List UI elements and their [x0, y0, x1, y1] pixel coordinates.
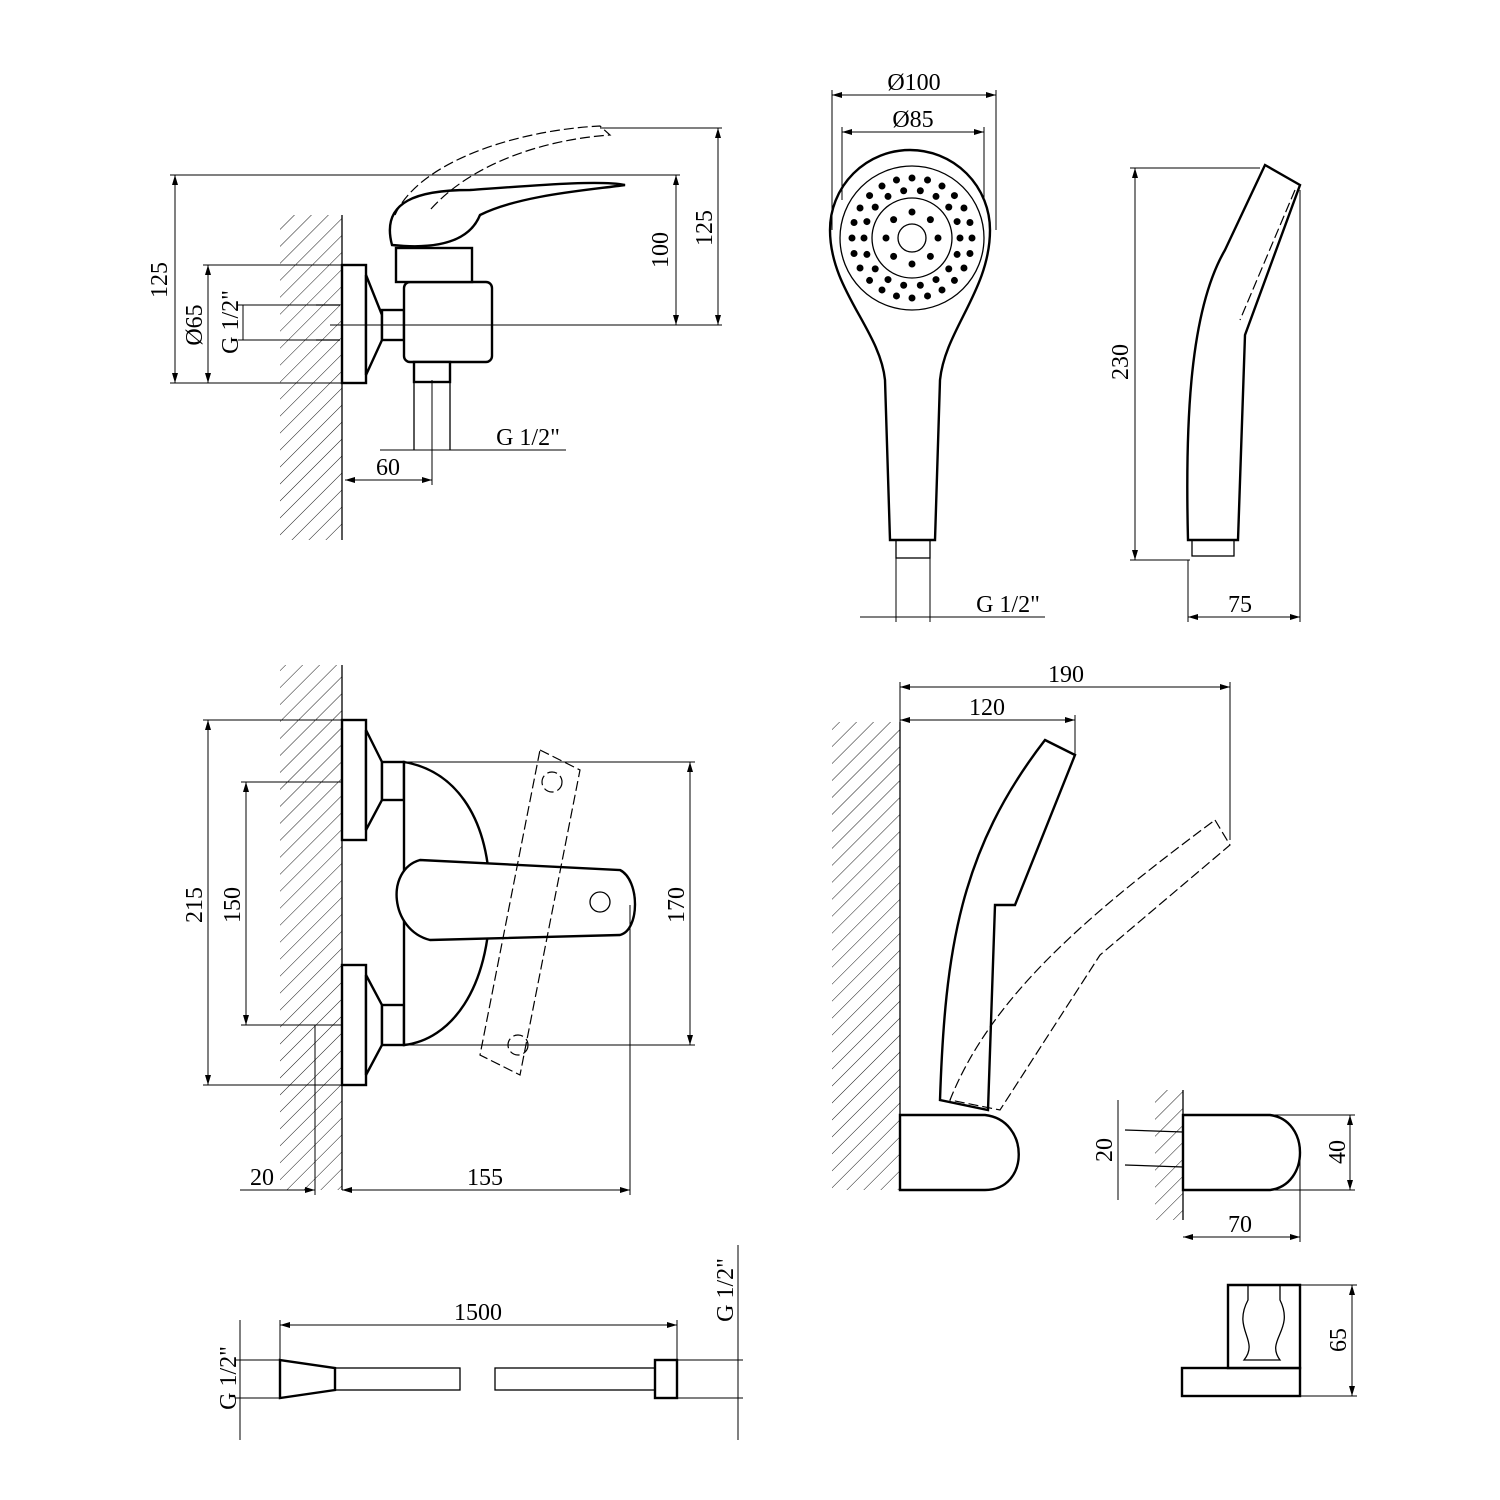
nozzle-dot	[908, 294, 916, 302]
nozzle-dot	[850, 250, 858, 258]
flange	[340, 263, 368, 385]
dim-holder-height: 40	[1325, 1140, 1351, 1164]
nozzle-dot	[856, 264, 864, 272]
dim-height-total: 125	[147, 262, 173, 298]
dim-head-thread: G 1/2"	[976, 592, 1040, 618]
nozzle-dot	[892, 292, 900, 300]
wall-holder-side-view: 20 40 70	[1092, 1090, 1355, 1242]
dim-holder-front-height: 65	[1326, 1328, 1352, 1352]
nozzle-dot	[890, 216, 898, 224]
nozzle-dot	[900, 187, 908, 195]
dim-hose-length: 1500	[454, 1300, 502, 1326]
nozzle-dot	[871, 265, 879, 273]
nozzle-dot	[932, 192, 940, 200]
nozzle-dot	[856, 204, 864, 212]
dim-head-depth: 75	[1228, 592, 1252, 618]
nozzle-dot	[860, 234, 868, 242]
wall-hatch	[280, 215, 342, 540]
nozzle-dot	[953, 250, 961, 258]
nozzle-dot	[866, 192, 874, 200]
dim-outlet-thread: G 1/2"	[496, 425, 560, 451]
holder-assembly-view: 190 120	[832, 662, 1231, 1192]
faucet-body	[402, 280, 494, 364]
nozzle-dot	[950, 192, 958, 200]
nozzle-dot	[938, 286, 946, 294]
nozzle-dot	[866, 276, 874, 284]
nozzle-dot	[916, 187, 924, 195]
nozzle-dot	[878, 182, 886, 190]
faucet-front-view: 215 150 170 20 155	[182, 665, 695, 1195]
dim-inlet-thread: G 1/2"	[218, 290, 244, 354]
dim-reach-holder: 120	[969, 695, 1005, 721]
dim-flange-diameter: Ø65	[182, 304, 208, 345]
dim-handle-height: 125	[692, 210, 718, 246]
nozzle-dot	[863, 218, 871, 226]
nozzle-dot	[908, 260, 916, 268]
nozzle-dot	[908, 208, 916, 216]
nozzle-dot	[882, 234, 890, 242]
nozzle-dot	[924, 176, 932, 184]
faucet-side-view: 125 Ø65 G 1/2" 100 125 G 1/2" 60	[147, 125, 722, 540]
nozzle-dot	[966, 250, 974, 258]
lever-handle	[395, 858, 637, 942]
nozzle-dot	[884, 276, 892, 284]
dim-holder-depth: 70	[1228, 1212, 1252, 1238]
dim-front-height: 215	[182, 887, 208, 923]
nozzle-dot	[916, 281, 924, 289]
nozzle-dot	[871, 203, 879, 211]
nozzle-dot	[863, 250, 871, 258]
nozzle-dot	[953, 218, 961, 226]
nozzle-dot	[848, 234, 856, 242]
shower-hose: 1500 G 1/2" G 1/2"	[216, 1245, 743, 1440]
dim-eccentric-offset: 20	[250, 1165, 274, 1191]
dim-projection: 155	[467, 1165, 503, 1191]
dim-head-length: 230	[1108, 344, 1134, 380]
dim-wall-offset: 60	[376, 455, 400, 481]
holder-base	[898, 1113, 1020, 1192]
nozzle-dot	[956, 234, 964, 242]
dim-inner-diameter: Ø85	[892, 107, 933, 133]
nozzle-dot	[950, 276, 958, 284]
nozzle-dot	[884, 192, 892, 200]
dim-spout-height: 100	[648, 232, 674, 268]
dim-screw-spacing: 20	[1092, 1138, 1118, 1162]
nozzle-dot	[966, 218, 974, 226]
nozzle-dot	[968, 234, 976, 242]
lever-handle	[388, 181, 626, 248]
shower-head	[938, 738, 1077, 1112]
nozzle-dot	[926, 216, 934, 224]
shower-head-side-view: 230 75	[1108, 163, 1302, 622]
nozzle-dot	[878, 286, 886, 294]
nozzle-dot	[850, 218, 858, 226]
shower-head-front-view: Ø100 Ø85 G 1/2"	[828, 70, 1045, 622]
nozzle-dot	[934, 234, 942, 242]
nozzle-dot	[932, 276, 940, 284]
nozzle-dot	[926, 252, 934, 260]
nozzle-dot	[924, 292, 932, 300]
dim-reach-total: 190	[1048, 662, 1084, 688]
dim-inlet-spacing: 150	[220, 887, 246, 923]
dim-hose-thread-left: G 1/2"	[216, 1346, 242, 1410]
nozzle-dot	[908, 174, 916, 182]
nozzle-dot	[960, 204, 968, 212]
hose-cone-nut	[278, 1358, 337, 1400]
dim-handle-span: 170	[664, 887, 690, 923]
dim-hose-thread-right: G 1/2"	[713, 1258, 739, 1322]
nozzle-dot	[892, 176, 900, 184]
nozzle-dot	[900, 281, 908, 289]
nozzle-dot	[890, 252, 898, 260]
nozzle-dot	[945, 203, 953, 211]
dim-outer-diameter: Ø100	[887, 70, 940, 96]
nozzle-dot	[945, 265, 953, 273]
wall-holder-front-view: 65	[1180, 1283, 1357, 1398]
nozzle-dot	[960, 264, 968, 272]
nozzle-dot	[938, 182, 946, 190]
